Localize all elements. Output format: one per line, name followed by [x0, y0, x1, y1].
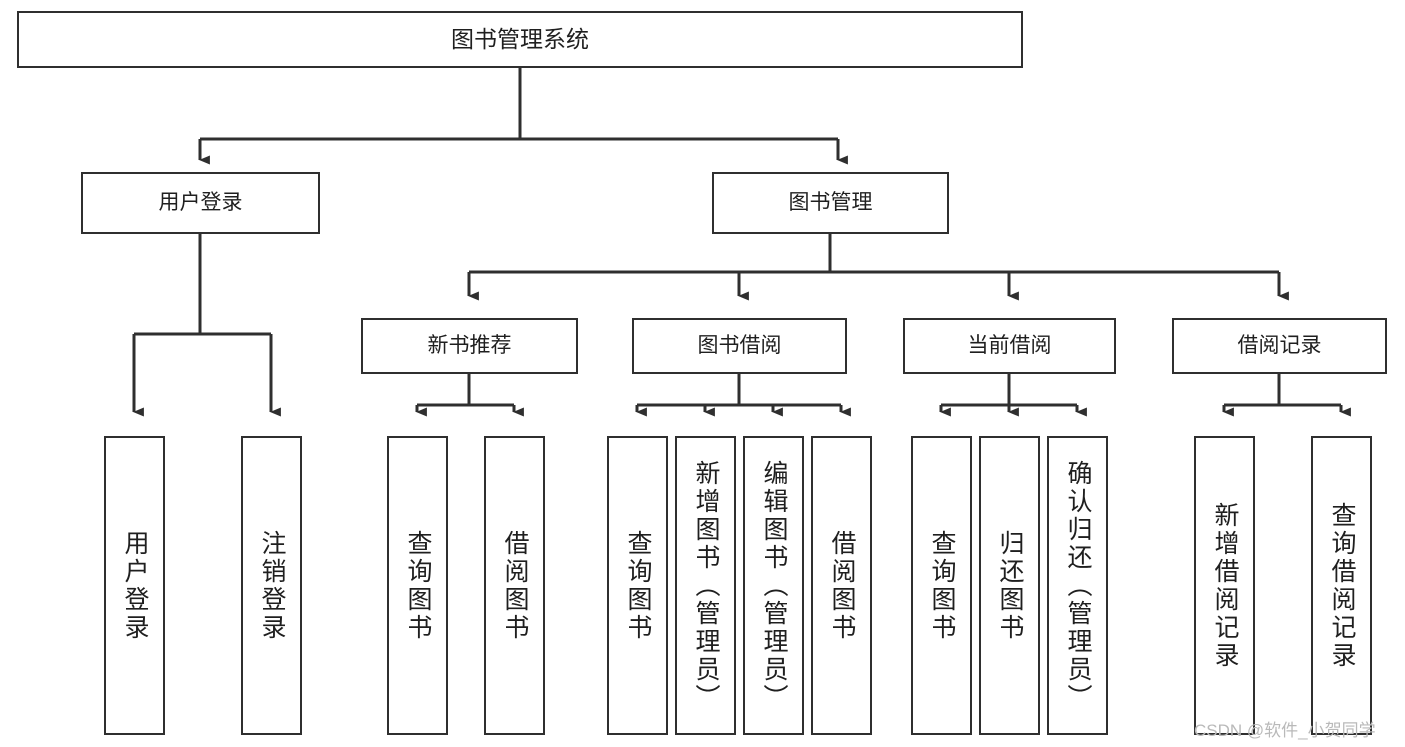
node-leaf-borrow-book-1[interactable]: 借阅图书 — [484, 436, 545, 735]
node-book-manage[interactable]: 图书管理 — [712, 172, 949, 234]
node-leaf-query-book-1[interactable]: 查询图书 — [387, 436, 448, 735]
node-leaf-query-book-3[interactable]: 查询图书 — [911, 436, 972, 735]
node-root-label: 图书管理系统 — [451, 25, 589, 52]
node-leaf-add-record-label: 新增借阅记录 — [1211, 501, 1239, 670]
node-leaf-return-book[interactable]: 归还图书 — [979, 436, 1040, 735]
node-leaf-edit-book[interactable]: 编辑图书（管理员） — [743, 436, 804, 735]
node-borrow-record-label: 借阅记录 — [1237, 333, 1322, 357]
node-user-login[interactable]: 用户登录 — [81, 172, 320, 234]
node-book-borrow[interactable]: 图书借阅 — [632, 318, 847, 374]
node-new-book-recommend-label: 新书推荐 — [427, 333, 512, 357]
node-leaf-query-record[interactable]: 查询借阅记录 — [1311, 436, 1372, 735]
node-current-borrow-label: 当前借阅 — [967, 333, 1052, 357]
node-borrow-record[interactable]: 借阅记录 — [1172, 318, 1387, 374]
node-leaf-query-record-label: 查询借阅记录 — [1328, 501, 1356, 670]
node-leaf-return-book-label: 归还图书 — [996, 529, 1024, 642]
node-leaf-logout-login[interactable]: 注销登录 — [241, 436, 302, 735]
node-book-manage-label: 图书管理 — [788, 190, 873, 214]
node-leaf-query-book-3-label: 查询图书 — [928, 529, 956, 642]
node-leaf-logout-login-label: 注销登录 — [258, 529, 286, 642]
node-book-borrow-label: 图书借阅 — [697, 333, 782, 357]
node-leaf-query-book-2-label: 查询图书 — [624, 529, 652, 642]
node-new-book-recommend[interactable]: 新书推荐 — [361, 318, 578, 374]
node-leaf-query-book-2[interactable]: 查询图书 — [607, 436, 668, 735]
node-leaf-add-record[interactable]: 新增借阅记录 — [1194, 436, 1255, 735]
node-leaf-confirm-return[interactable]: 确认归还（管理员） — [1047, 436, 1108, 735]
node-leaf-user-login-label: 用户登录 — [121, 529, 149, 642]
node-leaf-borrow-book-2-label: 借阅图书 — [828, 529, 856, 642]
node-leaf-add-book[interactable]: 新增图书（管理员） — [675, 436, 736, 735]
node-leaf-query-book-1-label: 查询图书 — [404, 529, 432, 642]
node-root[interactable]: 图书管理系统 — [17, 11, 1023, 68]
node-leaf-add-book-label: 新增图书（管理员） — [692, 459, 720, 712]
node-current-borrow[interactable]: 当前借阅 — [903, 318, 1116, 374]
node-leaf-borrow-book-2[interactable]: 借阅图书 — [811, 436, 872, 735]
node-user-login-label: 用户登录 — [158, 190, 243, 214]
node-leaf-edit-book-label: 编辑图书（管理员） — [760, 459, 788, 712]
node-leaf-user-login[interactable]: 用户登录 — [104, 436, 165, 735]
node-leaf-borrow-book-1-label: 借阅图书 — [501, 529, 529, 642]
node-leaf-confirm-return-label: 确认归还（管理员） — [1064, 459, 1092, 712]
